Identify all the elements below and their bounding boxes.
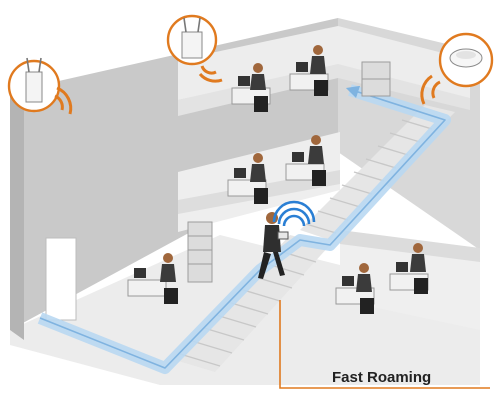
right-room-slab bbox=[340, 230, 480, 262]
wall-access-point-icon bbox=[7, 57, 73, 115]
stair-steps bbox=[179, 119, 433, 367]
ceiling-access-point-icon bbox=[420, 32, 494, 105]
roaming-path-edge bbox=[39, 85, 446, 369]
server-rack bbox=[187, 221, 213, 283]
staircase bbox=[175, 105, 455, 372]
office-workers bbox=[127, 45, 429, 314]
office-worker-icon bbox=[127, 253, 178, 304]
dual-antenna-access-point-icon bbox=[166, 14, 223, 83]
upper-stair-flight bbox=[300, 105, 455, 240]
office-worker-icon bbox=[285, 135, 326, 186]
office-worker-icon bbox=[231, 63, 271, 112]
office-worker-icon bbox=[389, 243, 429, 294]
fast-roaming-caption: Fast Roaming bbox=[332, 369, 432, 386]
wifi-signal-icon bbox=[272, 200, 316, 227]
office-worker-icon bbox=[227, 153, 268, 204]
office-worker-icon bbox=[289, 45, 329, 96]
doorway bbox=[45, 237, 77, 321]
lower-stair-flight bbox=[175, 235, 330, 372]
filing-cabinet bbox=[361, 61, 391, 97]
caption-leader-line bbox=[279, 300, 490, 389]
office-worker-icon bbox=[335, 263, 375, 314]
side-shadow bbox=[10, 88, 24, 340]
